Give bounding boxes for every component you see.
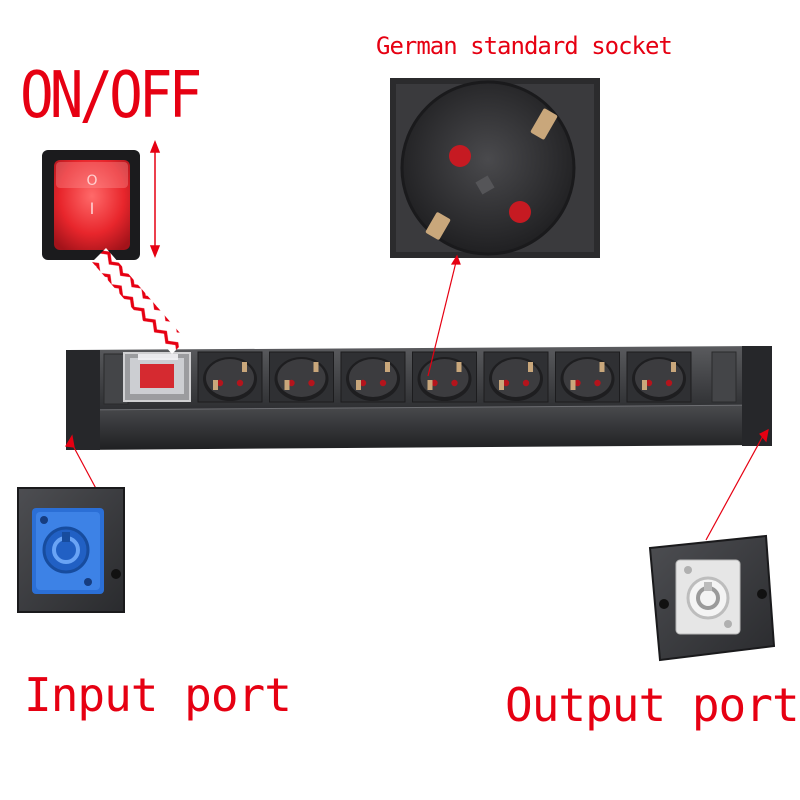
switch-closeup: O I	[42, 139, 161, 260]
socket-ground-clip	[570, 380, 576, 390]
socket[interactable]	[555, 351, 620, 403]
strip-power-switch[interactable]	[123, 352, 191, 402]
socket-ground-clip	[499, 380, 504, 390]
socket-pin-hole	[645, 379, 653, 387]
toggle-direction-arrow	[149, 139, 161, 259]
socket-ground-clip	[313, 362, 319, 372]
socket[interactable]	[626, 351, 692, 403]
socket-pin-hole	[236, 379, 244, 387]
strip-endcap-right	[742, 346, 772, 446]
socket-ground-clip	[671, 362, 676, 372]
strip-endcap-left	[66, 350, 100, 450]
socket-pin-hole	[359, 379, 367, 387]
socket[interactable]	[340, 351, 406, 403]
on-off-label: ON/OFF	[20, 58, 202, 133]
socket-pin-hole	[288, 379, 295, 387]
ground-clip-top	[530, 108, 558, 140]
switch-off-symbol: O	[86, 173, 97, 189]
rocker-switch[interactable]	[54, 160, 130, 250]
socket[interactable]	[269, 351, 334, 403]
output-port-label: Output port	[505, 678, 800, 732]
input-port-label: Input port	[24, 668, 292, 722]
power-strip	[66, 346, 772, 450]
socket-ground-clip	[213, 380, 218, 390]
output-port-plate	[648, 534, 776, 662]
socket-row	[197, 351, 692, 403]
socket-ground-clip	[427, 380, 433, 390]
socket-pin-hole-right	[509, 201, 531, 223]
socket-pin-hole	[379, 379, 387, 387]
socket-recess	[402, 82, 574, 254]
german-socket-label: German standard socket	[376, 32, 673, 60]
socket-ground-clip	[642, 380, 647, 390]
socket-pin-hole	[308, 379, 315, 387]
ground-clip-bottom	[425, 212, 451, 240]
socket-pin-hole	[574, 379, 581, 387]
strip-front-face	[68, 405, 770, 450]
socket-pin-hole-left	[449, 145, 471, 167]
german-socket-closeup	[390, 78, 600, 258]
socket-pin-hole	[451, 379, 458, 387]
socket-ground-clip	[356, 380, 361, 390]
socket-ground-clip	[385, 362, 390, 372]
socket-pin-hole	[665, 379, 673, 387]
callout-arrows	[65, 254, 769, 541]
socket-pin-hole	[216, 379, 224, 387]
socket[interactable]	[412, 351, 477, 403]
socket[interactable]	[483, 351, 549, 403]
switch-on-symbol: I	[90, 199, 95, 218]
socket-pin-hole	[522, 379, 530, 387]
socket-ground-clip	[599, 362, 605, 372]
socket-pin-hole	[594, 379, 601, 387]
socket-pin-hole	[502, 379, 510, 387]
input-port-plate	[17, 487, 125, 613]
socket-ground-clip	[284, 380, 290, 390]
socket[interactable]	[197, 351, 263, 403]
socket-ground-clip	[456, 362, 462, 372]
socket-pin-hole	[431, 379, 438, 387]
socket-ground-clip	[242, 362, 247, 372]
chevron-arrow	[92, 248, 186, 354]
socket-ground-clip	[528, 362, 533, 372]
